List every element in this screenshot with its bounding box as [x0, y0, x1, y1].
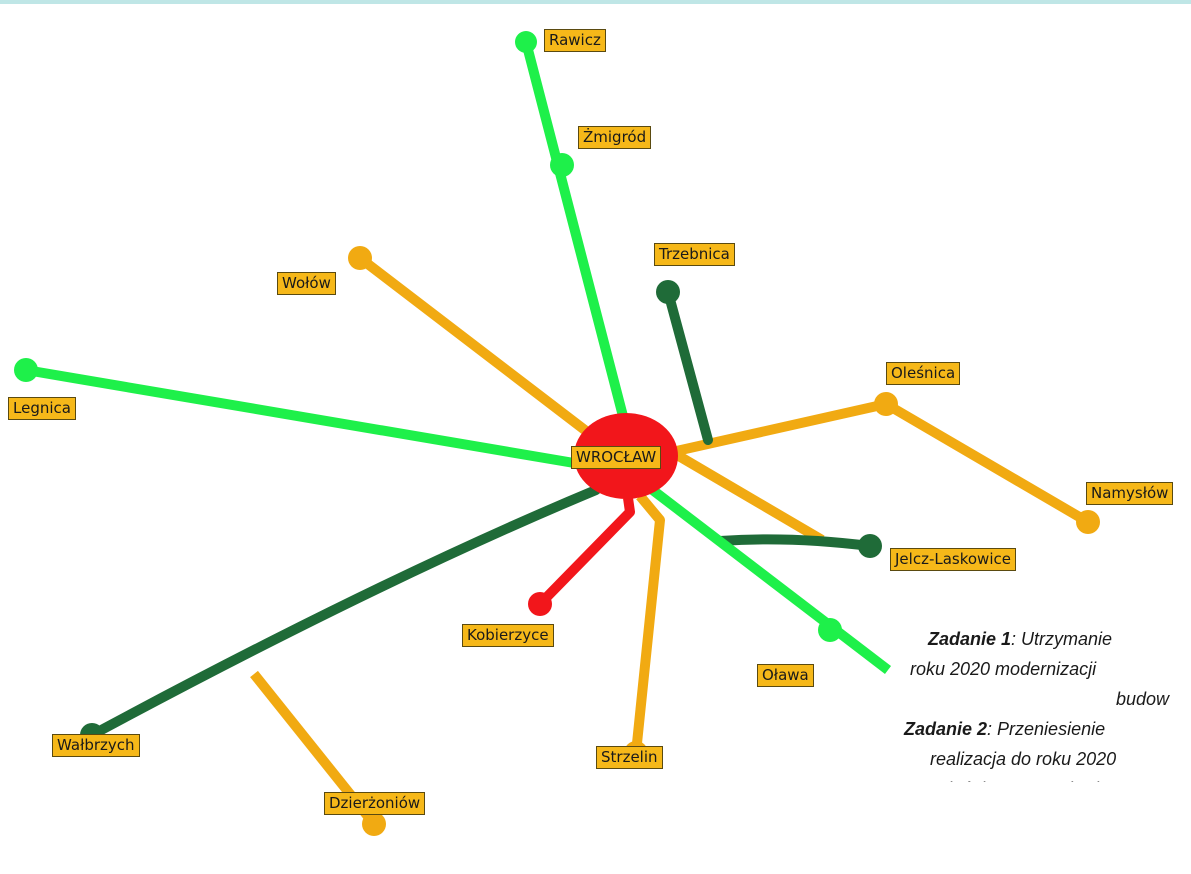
label-dzierzoniow: Dzierżoniów — [324, 792, 426, 815]
line-kobierzyce — [536, 497, 635, 608]
line-jelcz-green — [719, 534, 871, 551]
line-namyslow — [883, 399, 1091, 527]
station-trzebnica — [656, 280, 680, 304]
station-jelcz — [858, 534, 882, 558]
line-walbrzych — [87, 485, 601, 740]
station-namyslow — [1076, 510, 1100, 534]
note-1-text-a: : Utrzymanie — [1011, 629, 1113, 649]
line-legnica — [21, 365, 585, 469]
note-2-title: Zadanie 2 — [904, 719, 988, 739]
station-olawa — [818, 618, 842, 642]
label-rawicz: Rawicz — [544, 29, 606, 52]
label-wolow: Wołów — [277, 272, 336, 295]
station-dzierzoniow — [362, 812, 386, 836]
label-jelcz: Jelcz-Laskowice — [890, 548, 1016, 571]
note-2-line2: realizacja do roku 2020 — [930, 749, 1117, 769]
line-rawicz — [521, 37, 629, 425]
station-kobierzyce — [528, 592, 552, 616]
station-legnica — [14, 358, 38, 382]
note-1-line2: roku 2020 modernizacji — [910, 659, 1097, 679]
label-olawa: Oława — [757, 664, 814, 687]
station-olesnica — [874, 392, 898, 416]
label-legnica: Legnica — [8, 397, 76, 420]
task-notes: Zadanie 1: Utrzymanie roku 2020 moderniz… — [880, 622, 1191, 782]
label-olesnica: Oleśnica — [886, 362, 961, 385]
note-2-line1: Zadanie 2: Przeniesienie — [904, 714, 1105, 744]
note-2-text-a: : Przeniesienie — [987, 719, 1106, 739]
line-wolow — [355, 253, 629, 465]
label-zmigrod: Żmigród — [578, 126, 652, 149]
line-jelcz-orange — [669, 447, 825, 545]
station-wolow — [348, 246, 372, 270]
station-rawicz — [515, 31, 537, 53]
label-strzelin: Strzelin — [596, 746, 663, 769]
note-1-line1: Zadanie 1: Utrzymanie — [928, 624, 1112, 654]
line-trzebnica — [663, 287, 713, 445]
top-rule — [0, 0, 1191, 4]
note-1-title: Zadanie 1 — [928, 629, 1012, 649]
label-namyslow: Namysłów — [1086, 482, 1174, 505]
line-strzelin — [631, 492, 665, 754]
label-trzebnica: Trzebnica — [654, 243, 735, 266]
label-kobierzyce: Kobierzyce — [462, 624, 554, 647]
station-zmigrod — [550, 153, 574, 177]
label-walbrzych: Wałbrzych — [52, 734, 140, 757]
label-wroclaw: WROCŁAW — [571, 446, 662, 469]
note-1-line3: budow — [1116, 689, 1170, 709]
note-2-line3: Oleśnicy, wraz z budo — [934, 774, 1109, 782]
line-olawa — [646, 484, 892, 674]
